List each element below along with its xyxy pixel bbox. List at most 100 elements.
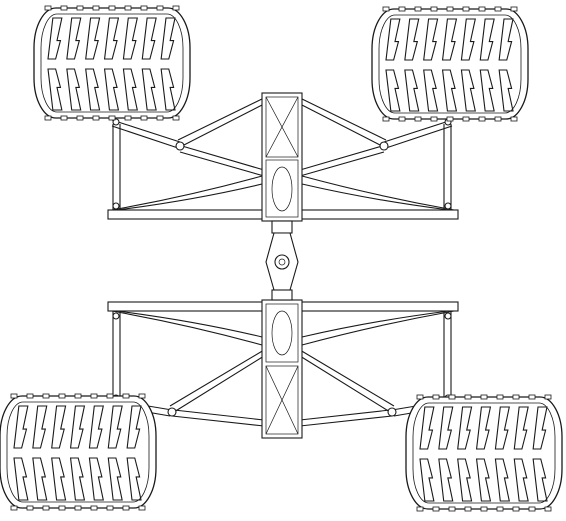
rr-edge-knob	[464, 394, 472, 400]
fr-edge-knob	[462, 116, 470, 122]
fl-edge-knob	[44, 5, 52, 11]
rl-edge-knob	[26, 505, 34, 511]
rl-edge-knob	[90, 393, 98, 399]
rr-tread-lug	[532, 406, 548, 450]
rl-edge-knob	[106, 505, 114, 511]
fr-tread-lug	[479, 18, 495, 61]
fl-edge-knob	[140, 115, 148, 121]
fr-tyre-inner-outline	[378, 14, 522, 114]
pivot-hub	[274, 254, 290, 270]
rr-edge-knob	[544, 506, 552, 512]
rear-right-lower-strut	[299, 409, 393, 427]
fl-tread-lug	[160, 68, 176, 111]
front-left-upper-strut	[177, 97, 265, 147]
fl-tread-lug	[47, 68, 63, 111]
rl-edge-knob	[138, 505, 146, 511]
rear-right-leg	[443, 311, 452, 402]
front-column-upper-panel	[265, 96, 299, 158]
rl-edge-knob	[106, 393, 114, 399]
pivot-lower-block	[271, 289, 293, 301]
fl-edge-knob	[60, 115, 68, 121]
rr-tyre-inner-outline	[412, 402, 556, 504]
rear-column-upper-panel	[265, 303, 299, 363]
fr-tread-lug	[385, 18, 401, 61]
fr-edge-knob	[398, 6, 406, 12]
rl-tread-lug	[13, 405, 29, 449]
fl-edge-knob	[108, 5, 116, 11]
rl-tread-lug	[107, 457, 123, 501]
front-right-leg	[443, 124, 452, 210]
front-left-leg	[112, 124, 121, 210]
front-column-upper-brace	[265, 96, 299, 158]
rear-column-housing	[271, 310, 293, 356]
fr-edge-knob	[462, 6, 470, 12]
rear-right-upper-strut	[299, 349, 395, 413]
fr-edge-knob	[446, 116, 454, 122]
rr-tread-lug	[419, 406, 435, 450]
rr-edge-knob	[432, 506, 440, 512]
rr-tread-lug	[532, 458, 548, 502]
fl-tread-lug	[66, 17, 82, 60]
rl-tread-lug	[126, 457, 142, 501]
front-right-wheel-arm	[383, 119, 453, 149]
rr-tread-lug	[513, 406, 529, 450]
fl-tyre-inner-outline	[40, 13, 184, 113]
front-column-lower-panel	[265, 159, 299, 218]
rr-tread-lug	[457, 406, 473, 450]
fl-tread-lug	[122, 17, 138, 60]
rl-tread-lug	[126, 405, 142, 449]
rl-edge-knob	[90, 505, 98, 511]
front-right-leaf	[301, 175, 455, 211]
fl-edge-knob	[156, 115, 164, 121]
rr-edge-knob	[512, 506, 520, 512]
fr-tread-lug	[498, 18, 514, 61]
fr-tread-lug	[460, 69, 476, 112]
rl-tread-lug	[88, 457, 104, 501]
fr-edge-knob	[510, 6, 518, 12]
rear-column-frame	[261, 299, 303, 439]
rr-tread-lug	[494, 406, 510, 450]
rl-tread-lug	[13, 457, 29, 501]
fl-tread-lug	[85, 17, 101, 60]
front-left-joint	[175, 141, 185, 151]
rear-left-lower-strut	[171, 409, 265, 427]
fl-edge-knob	[108, 115, 116, 121]
fr-edge-knob	[430, 6, 438, 12]
fr-edge-knob	[414, 116, 422, 122]
rl-edge-knob	[58, 393, 66, 399]
rear-left-leaf-inner	[116, 310, 263, 338]
fr-tread-lug	[385, 69, 401, 112]
fr-tread-lug	[479, 69, 495, 112]
fr-edge-knob	[478, 6, 486, 12]
fr-tread-lug	[460, 18, 476, 61]
rl-edge-knob	[74, 505, 82, 511]
rl-edge-knob	[10, 393, 18, 399]
rl-tyre-inner-outline	[6, 401, 150, 503]
front-left-hinge	[112, 118, 120, 126]
fl-edge-knob	[156, 5, 164, 11]
fl-tread-lug	[103, 17, 120, 60]
fr-edge-knob	[494, 6, 502, 12]
fl-edge-knob	[76, 5, 84, 11]
rl-tread-lug	[88, 405, 104, 449]
rr-tread-lug	[475, 406, 492, 450]
rear-column-lower-panel	[265, 365, 299, 435]
fl-edge-knob	[76, 115, 84, 121]
rr-edge-knob	[448, 394, 456, 400]
rr-edge-knob	[512, 394, 520, 400]
rr-edge-knob	[544, 394, 552, 400]
fr-tread-lug	[441, 18, 458, 61]
rear-right-leaf-inner	[301, 310, 450, 338]
front-column-housing	[271, 166, 293, 212]
fr-edge-knob	[414, 6, 422, 12]
rr-tread-lug	[438, 458, 454, 502]
fr-edge-knob	[382, 116, 390, 122]
fl-edge-knob	[44, 115, 52, 121]
front-right-lower-strut	[299, 145, 385, 177]
fl-tread-lug	[85, 68, 101, 111]
rear-left-foot	[112, 312, 120, 320]
rl-tread-lug	[107, 405, 123, 449]
fr-tyre-outline	[371, 8, 529, 120]
